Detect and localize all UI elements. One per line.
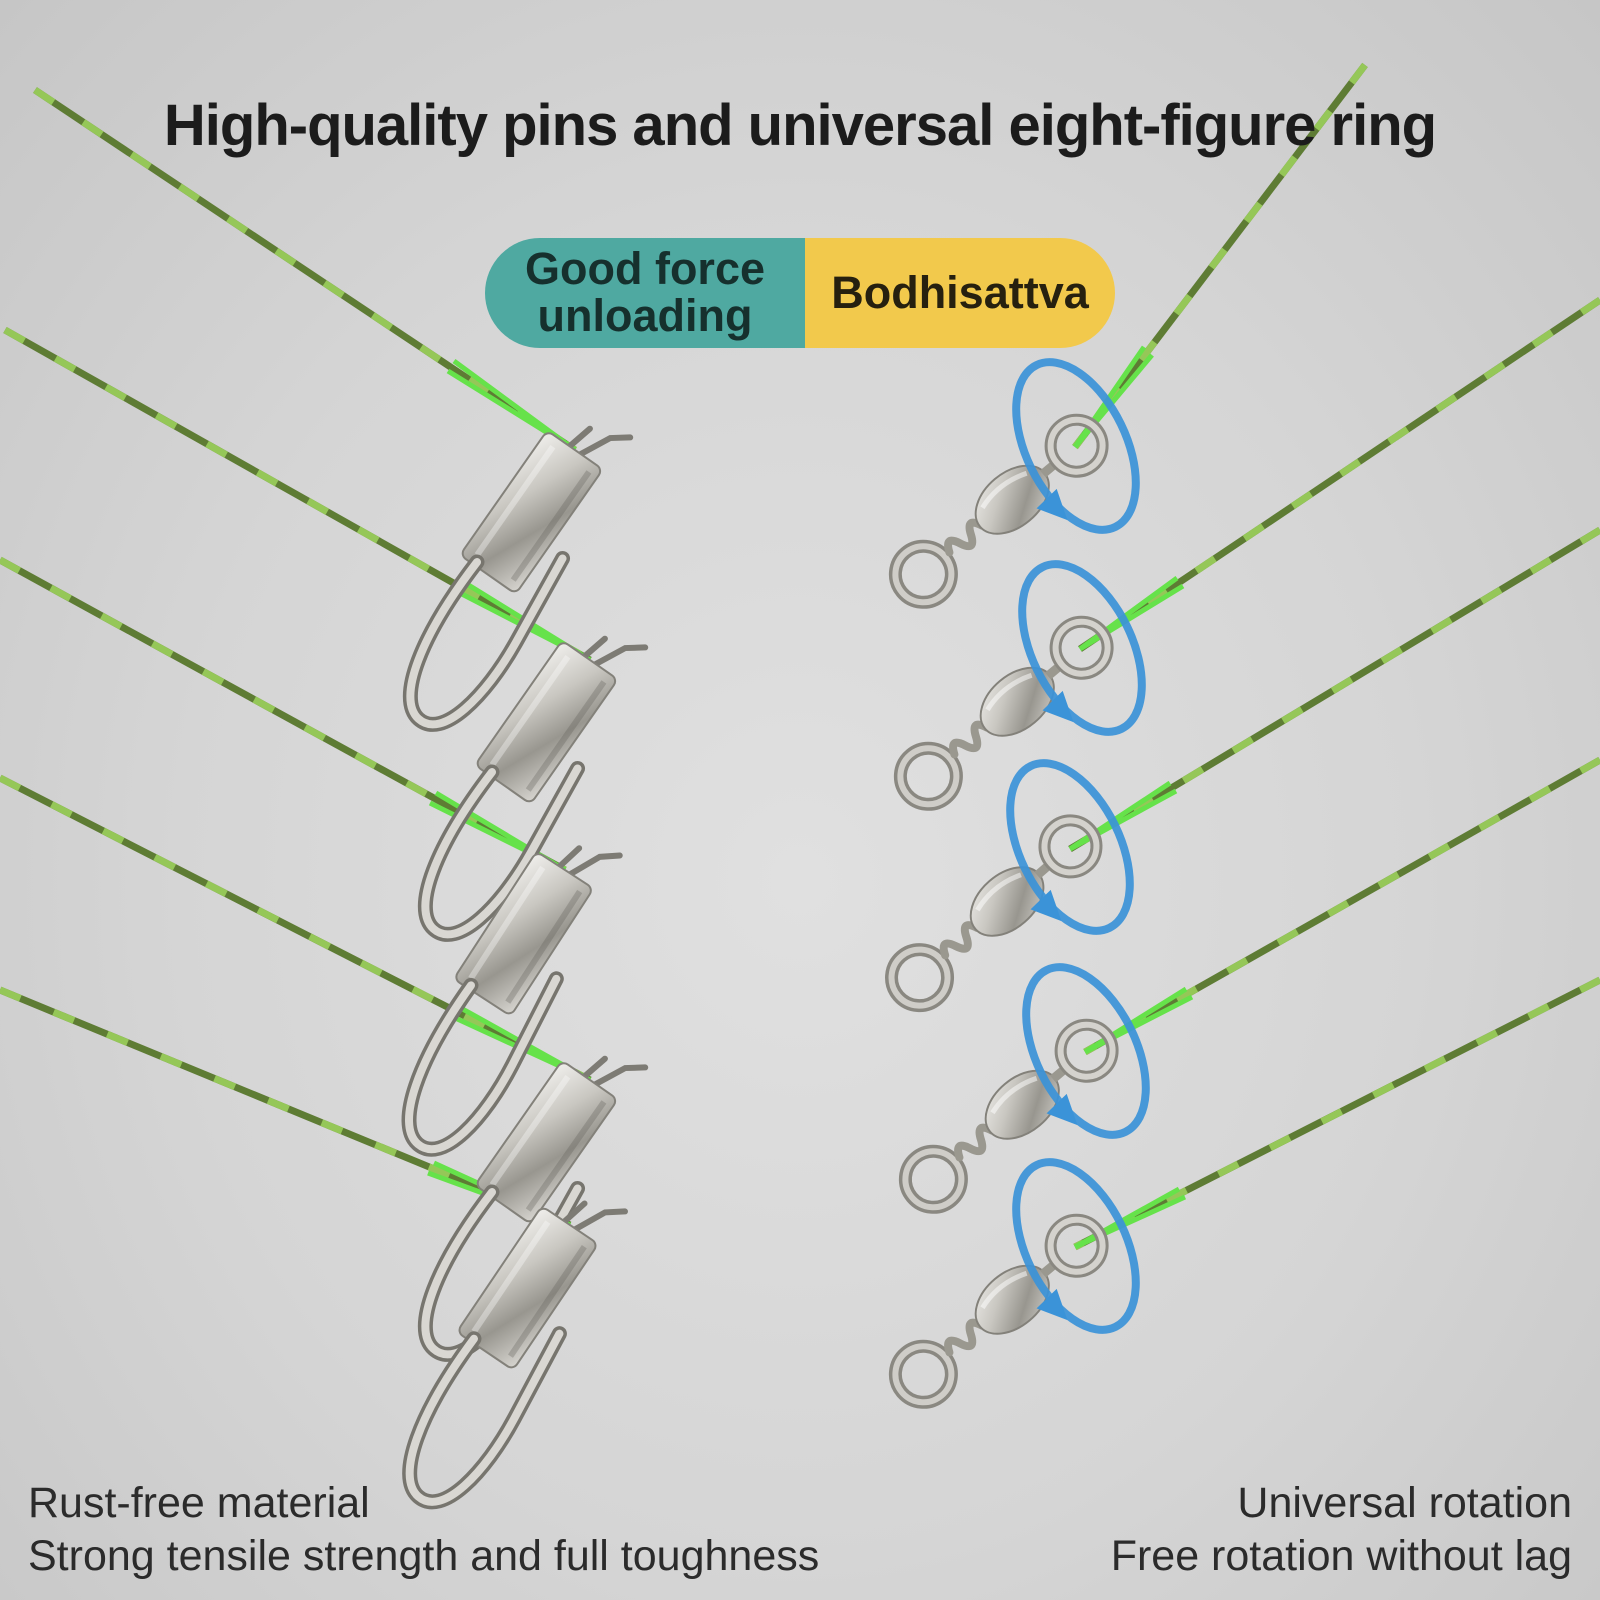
leader-line — [1072, 62, 1368, 450]
badge-left-segment: Good force unloading — [485, 238, 805, 348]
barrel-swivel — [894, 1013, 1125, 1219]
caption-right-line2: Free rotation without lag — [1110, 1531, 1572, 1580]
caption-left: Rust-free material Strong tensile streng… — [28, 1477, 819, 1582]
barrel-swivels — [880, 408, 1124, 1414]
snap-clasps — [368, 396, 667, 1518]
barrel-swivel — [884, 1208, 1115, 1414]
leader-line — [1073, 976, 1600, 1251]
caption-left-line2: Strong tensile strength and full toughne… — [28, 1531, 820, 1580]
badge-left-line1: Good force — [524, 243, 765, 295]
caption-right-line1: Universal rotation — [1237, 1479, 1572, 1528]
badge-right-segment: Bodhisattva — [805, 238, 1115, 348]
leader-line — [1078, 297, 1600, 652]
caption-right: Universal rotation Free rotation without… — [1111, 1477, 1572, 1582]
leader-lines-right — [1068, 62, 1600, 1251]
badge-left-line2: unloading — [537, 290, 753, 341]
barrel-swivel — [880, 808, 1108, 1017]
caption-left-line1: Rust-free material — [28, 1479, 370, 1528]
snap-clasp — [368, 1171, 646, 1518]
feature-badge: Good force unloading Bodhisattva — [485, 238, 1115, 348]
leader-line — [1068, 527, 1600, 852]
leader-line — [1083, 756, 1600, 1056]
page-title: High-quality pins and universal eight-fi… — [163, 93, 1437, 158]
